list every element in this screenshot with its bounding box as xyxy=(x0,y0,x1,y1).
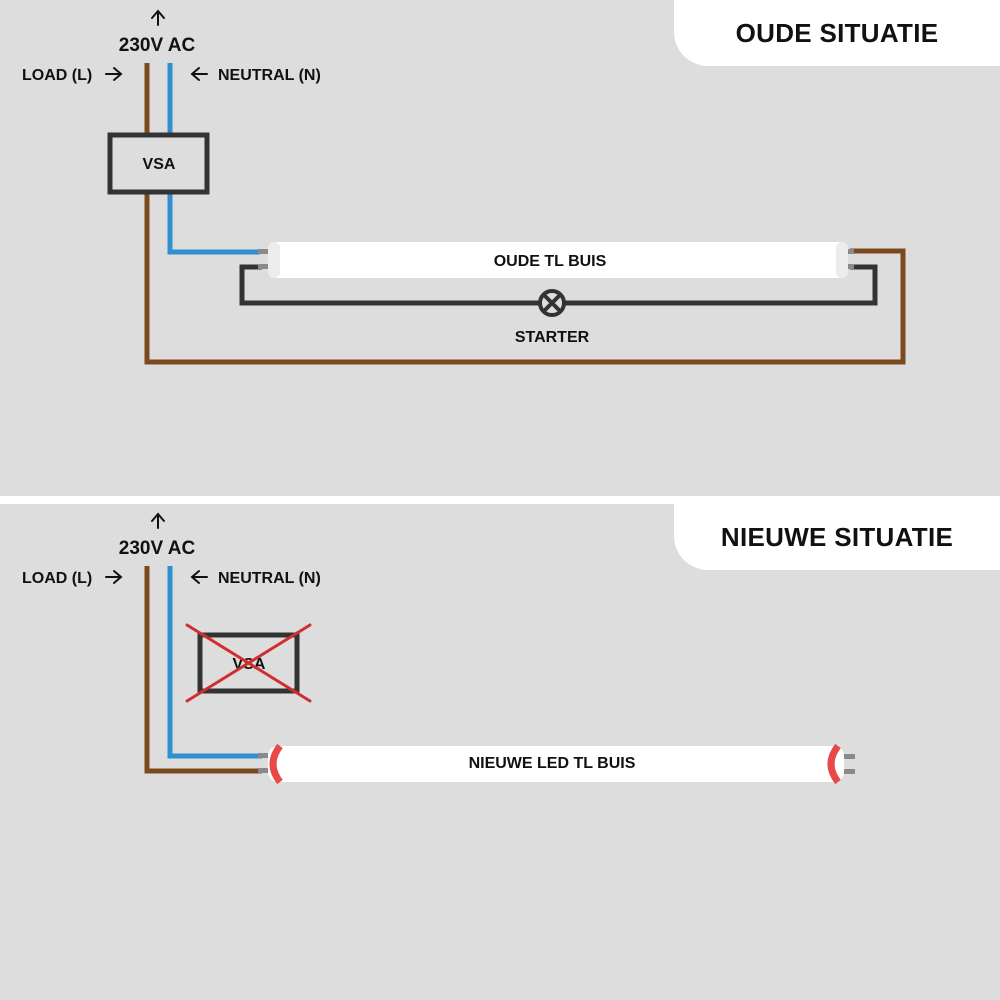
supply-arrow-up-icon xyxy=(151,512,165,529)
load-arrow-right-icon xyxy=(105,67,123,81)
neutral-arrow-left-icon xyxy=(190,570,208,584)
old-wiring-diagram: 230V AC LOAD (L) NEUTRAL (N) VSA xyxy=(22,9,906,365)
neutral-label: NEUTRAL (N) xyxy=(218,67,321,84)
red-cross-icon xyxy=(185,623,312,703)
supply-arrow-up-icon xyxy=(151,9,165,26)
load-arrow-right-icon xyxy=(105,570,123,584)
neutral-wire-to-tube xyxy=(167,192,260,255)
ballast-label: VSA xyxy=(143,156,176,173)
supply-voltage-label: 230V AC xyxy=(119,538,196,559)
load-label: LOAD (L) xyxy=(22,570,92,587)
new-situation-panel: 230V AC LOAD (L) NEUTRAL (N) VSA xyxy=(0,504,1000,1000)
old-fluorescent-tube xyxy=(258,242,854,278)
new-led-tube xyxy=(258,743,855,785)
load-wire xyxy=(144,566,262,774)
new-situation-title: NIEUWE SITUATIE xyxy=(674,504,1000,570)
starter-label: STARTER xyxy=(515,329,590,346)
neutral-label: NEUTRAL (N) xyxy=(218,570,321,587)
removed-ballast-box xyxy=(197,632,300,694)
old-situation-panel: 230V AC LOAD (L) NEUTRAL (N) VSA xyxy=(0,0,1000,496)
tube-label: NIEUWE LED TL BUIS xyxy=(469,755,636,772)
old-situation-title: OUDE SITUATIE xyxy=(674,0,1000,66)
new-wiring-diagram: 230V AC LOAD (L) NEUTRAL (N) VSA xyxy=(22,512,855,785)
load-wire-return xyxy=(144,192,906,365)
neutral-wire xyxy=(167,566,262,759)
supply-voltage-label: 230V AC xyxy=(119,35,196,56)
ballast-box xyxy=(107,132,210,195)
tube-label: OUDE TL BUIS xyxy=(494,253,607,270)
starter-lamp-icon xyxy=(538,289,566,317)
load-label: LOAD (L) xyxy=(22,67,92,84)
neutral-arrow-left-icon xyxy=(190,67,208,81)
